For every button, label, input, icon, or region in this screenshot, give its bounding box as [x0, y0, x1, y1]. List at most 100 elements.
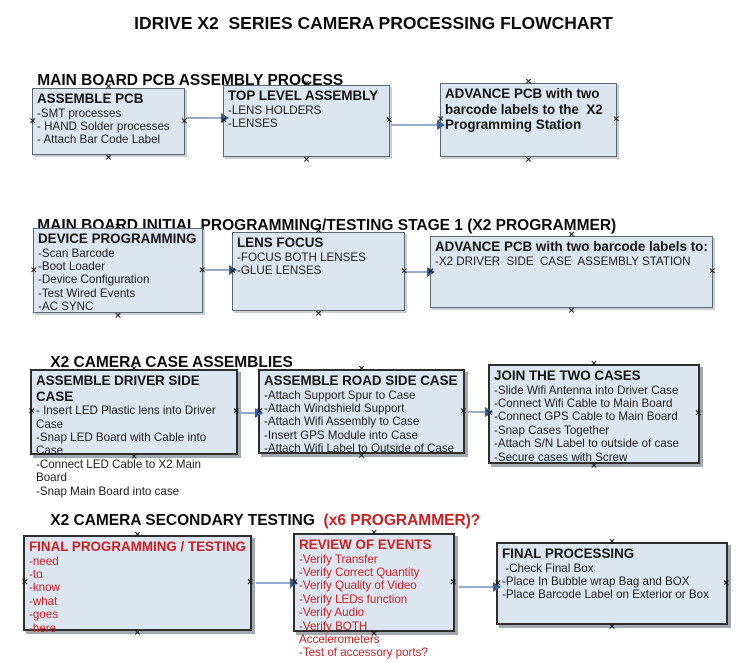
- box-item: -Verify Audio: [299, 606, 365, 620]
- box-join-the-two-cases[interactable]: × × × × JOIN THE TWO CASES -Slide Wifi A…: [486, 360, 702, 471]
- connection-point-icon: ×: [400, 266, 408, 277]
- connection-point-icon: ×: [291, 577, 299, 588]
- box-assemble-road-side-case[interactable]: × × × × ASSEMBLE ROAD SIDE CASE -Attach …: [256, 365, 467, 461]
- box-item: -GLUE LENSES: [237, 264, 322, 277]
- box-assemble-pcb[interactable]: × × × × ASSEMBLE PCB -SMT processes - HA…: [29, 83, 188, 163]
- box-final-processing[interactable]: × × × × FINAL PROCESSING -Check Final Bo…: [494, 538, 730, 632]
- section-heading-pcb-assembly: MAIN BOARD PCB ASSEMBLY PROCESS: [20, 54, 343, 108]
- box-top-level-assembly[interactable]: × × × × TOP LEVEL ASSEMBLY -LENS HOLDERS…: [220, 80, 393, 165]
- box-item: -Attach Support Spur to Case: [264, 388, 416, 402]
- arrowhead-icon: [485, 407, 493, 417]
- box-item: -Verify Quality of Video: [299, 579, 417, 593]
- connection-point-icon: ×: [524, 155, 533, 165]
- connection-point-icon: ×: [494, 578, 502, 589]
- box-final-programming-testing[interactable]: × × × × FINAL PROGRAMMING / TESTING -nee…: [21, 531, 254, 638]
- arrowhead-icon: [290, 578, 298, 588]
- connection-point-icon: ×: [256, 406, 264, 417]
- box-item: -Scan Barcode: [38, 246, 115, 260]
- connection-point-icon: ×: [314, 309, 323, 319]
- box-item: -what: [29, 594, 58, 608]
- box-item: -Snap Main Board into case: [36, 484, 180, 498]
- connection-point-icon: ×: [722, 578, 730, 589]
- box-item: -Place In Bubble wrap Bag and BOX: [502, 575, 690, 588]
- connection-point-icon: ×: [198, 265, 206, 276]
- box-lens-focus[interactable]: × × × × LENS FOCUS -FOCUS BOTH LENSES -G…: [229, 227, 408, 319]
- connection-point-icon: ×: [232, 406, 240, 417]
- box-assemble-driver-side-case[interactable]: × × × × ASSEMBLE DRIVER SIDE CASE - Inse…: [28, 365, 240, 498]
- box-title: JOIN THE TWO CASES: [494, 368, 641, 383]
- connection-point-icon: ×: [130, 364, 138, 374]
- box-title: LENS FOCUS: [237, 235, 324, 250]
- box-item: -AC SYNC: [38, 300, 94, 314]
- connection-point-icon: ×: [21, 577, 29, 588]
- box-item: - Attach Bar Code Label: [37, 133, 161, 147]
- connector-arrow[interactable]: [186, 113, 229, 123]
- box-review-of-events[interactable]: × × × × REVIEW OF EVENTS -Verify Transfe…: [291, 529, 457, 660]
- box-item: -Attach Wifi Label to Outside of Case: [264, 442, 455, 456]
- connector-arrow[interactable]: [391, 120, 445, 130]
- box-advance-pcb-programming-station[interactable]: × × × × ADVANCE PCB with two barcode lab…: [437, 78, 620, 165]
- connection-point-icon: ×: [385, 115, 393, 126]
- section-heading-case-assemblies: X2 CAMERA CASE ASSEMBLIES: [33, 336, 293, 390]
- connection-point-icon: ×: [437, 114, 445, 125]
- arrowhead-icon: [493, 582, 501, 592]
- connector-arrow[interactable]: [240, 408, 263, 418]
- section-heading-red-text: (x6 PROGRAMMER)?: [319, 512, 481, 529]
- connection-point-icon: ×: [608, 537, 616, 547]
- box-item: -Check Final Box: [502, 561, 594, 575]
- connector-arrow[interactable]: [256, 578, 298, 588]
- section-heading-text: X2 CAMERA CASE ASSEMBLIES: [50, 354, 293, 371]
- box-item: -Test of accessory ports?: [299, 646, 428, 660]
- box-title: DEVICE PROGRAMMING: [38, 231, 197, 246]
- connection-point-icon: ×: [608, 622, 616, 632]
- connection-point-icon: ×: [590, 461, 598, 471]
- connection-point-icon: ×: [370, 528, 378, 538]
- box-device-programming[interactable]: × × × × DEVICE PROGRAMMING -Scan Barcode…: [30, 223, 206, 321]
- box-item: -X2 DRIVER SIDE CASE ASSEMBLY STATION: [435, 254, 691, 268]
- box-item: -Slide Wifi Antenna into Driver Case: [494, 383, 679, 397]
- box-title: ADVANCE PCB with two barcode labels to:: [435, 239, 708, 254]
- box-item: -FOCUS BOTH LENSES: [237, 250, 366, 264]
- connector-arrow[interactable]: [467, 407, 493, 417]
- connection-point-icon: ×: [314, 226, 323, 236]
- connector-arrow[interactable]: [459, 582, 501, 592]
- box-item: -Verify Correct Quantity: [299, 566, 420, 579]
- box-advance-pcb-driver-side-station[interactable]: × × × × ADVANCE PCB with two barcode lab…: [427, 231, 716, 316]
- connection-point-icon: ×: [357, 364, 366, 374]
- section-heading-secondary-testing: X2 CAMERA SECONDARY TESTING (x6 PROGRAMM…: [33, 494, 480, 548]
- box-item: -here: [29, 621, 57, 635]
- connection-point-icon: ×: [694, 408, 702, 419]
- connection-point-icon: ×: [370, 629, 378, 639]
- page-title: IDRIVE X2 SERIES CAMERA PROCESSING FLOWC…: [134, 13, 613, 33]
- box-item: -know: [29, 581, 60, 595]
- connection-point-icon: ×: [29, 116, 37, 127]
- connection-point-icon: ×: [427, 266, 435, 277]
- box-item: -Attach Wifi Assembly to Case: [264, 415, 420, 429]
- connection-point-icon: ×: [459, 406, 467, 417]
- arrowhead-icon: [437, 120, 445, 130]
- connection-point-icon: ×: [114, 311, 122, 321]
- arrowhead-icon: [427, 267, 435, 277]
- box-item: - HAND Solder processes: [37, 120, 170, 133]
- box-item: -Snap Cases Together: [494, 423, 610, 437]
- connection-point-icon: ×: [28, 406, 36, 417]
- arrowhead-icon: [255, 408, 263, 418]
- section-heading-text: MAIN BOARD PCB ASSEMBLY PROCESS: [37, 72, 344, 89]
- box-item: -Boot Loader: [38, 260, 106, 273]
- box-item: -Test Wired Events: [38, 286, 136, 300]
- box-title: FINAL PROGRAMMING / TESTING: [29, 539, 246, 554]
- box-item: -need: [29, 554, 59, 568]
- connector-arrow[interactable]: [406, 267, 435, 277]
- box-item: -LENSES: [228, 117, 278, 130]
- box-title: ADVANCE PCB with two barcode labels to t…: [445, 86, 607, 133]
- connection-point-icon: ×: [114, 222, 122, 232]
- connection-point-icon: ×: [302, 155, 311, 165]
- arrowhead-icon: [229, 265, 237, 275]
- connection-point-icon: ×: [133, 628, 142, 638]
- connection-point-icon: ×: [449, 577, 457, 588]
- connection-point-icon: ×: [104, 82, 113, 92]
- connector-arrow[interactable]: [205, 265, 237, 275]
- box-item: -Insert GPS Module into Case: [264, 428, 419, 442]
- connection-point-icon: ×: [590, 359, 598, 369]
